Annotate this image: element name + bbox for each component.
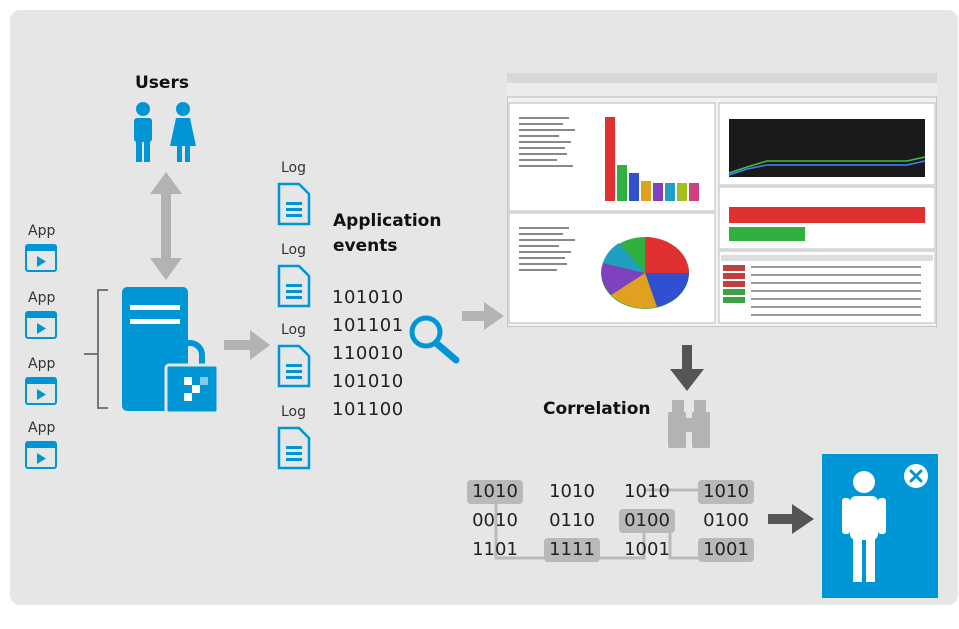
grid-cell: 1010 bbox=[467, 480, 523, 504]
grid-cell: 0100 bbox=[619, 509, 675, 533]
dashboard-screenshot bbox=[507, 73, 937, 327]
log-label: Log bbox=[281, 242, 307, 258]
log-document-icon bbox=[277, 426, 311, 470]
app-label: App bbox=[28, 223, 56, 239]
binoculars-icon bbox=[668, 400, 710, 448]
application-events-title-line2: events bbox=[333, 236, 398, 256]
grid-cell: 1010 bbox=[624, 481, 670, 502]
log-document-icon bbox=[277, 182, 311, 226]
arrow-down-icon bbox=[670, 345, 704, 391]
secure-server-icon bbox=[122, 287, 220, 415]
grid-cell: 1111 bbox=[544, 538, 600, 562]
grid-cell: 0100 bbox=[703, 510, 749, 531]
grid-cell: 1001 bbox=[624, 539, 670, 560]
grid-cell: 0010 bbox=[472, 510, 518, 531]
binary-event: 101010 bbox=[332, 287, 404, 308]
application-events-title-line1: Application bbox=[333, 211, 442, 231]
correlation-label: Correlation bbox=[543, 399, 651, 419]
app-window-icon bbox=[25, 311, 57, 339]
arrow-right-icon bbox=[462, 302, 504, 330]
grid-cell: 0110 bbox=[549, 510, 595, 531]
app-label: App bbox=[28, 420, 56, 436]
magnifier-icon bbox=[409, 315, 460, 364]
binary-event: 101010 bbox=[332, 371, 404, 392]
app-label: App bbox=[28, 356, 56, 372]
app-window-icon bbox=[25, 441, 57, 469]
log-label: Log bbox=[281, 322, 307, 338]
binary-event: 110010 bbox=[332, 343, 404, 364]
app-window-icon bbox=[25, 377, 57, 405]
grid-cell: 1001 bbox=[698, 538, 754, 562]
log-label: Log bbox=[281, 404, 307, 420]
log-document-icon bbox=[277, 264, 311, 308]
flagged-user-card bbox=[822, 454, 938, 598]
bracket-connector bbox=[84, 289, 108, 409]
grid-cell: 1010 bbox=[698, 480, 754, 504]
arrow-right-icon bbox=[768, 504, 814, 534]
grid-cell: 1101 bbox=[472, 539, 518, 560]
users-icon bbox=[134, 102, 196, 162]
log-document-icon bbox=[277, 344, 311, 388]
users-label: Users bbox=[135, 73, 189, 93]
binary-event: 101100 bbox=[332, 399, 404, 420]
bidirectional-arrow-icon bbox=[150, 172, 182, 280]
grid-cell: 1010 bbox=[549, 481, 595, 502]
log-label: Log bbox=[281, 160, 307, 176]
binary-event: 101101 bbox=[332, 315, 404, 336]
binary-event-list: 101010 101101 110010 101010 101100 bbox=[332, 284, 404, 424]
app-window-icon bbox=[25, 244, 57, 272]
arrow-right-icon bbox=[224, 330, 270, 360]
app-label: App bbox=[28, 290, 56, 306]
